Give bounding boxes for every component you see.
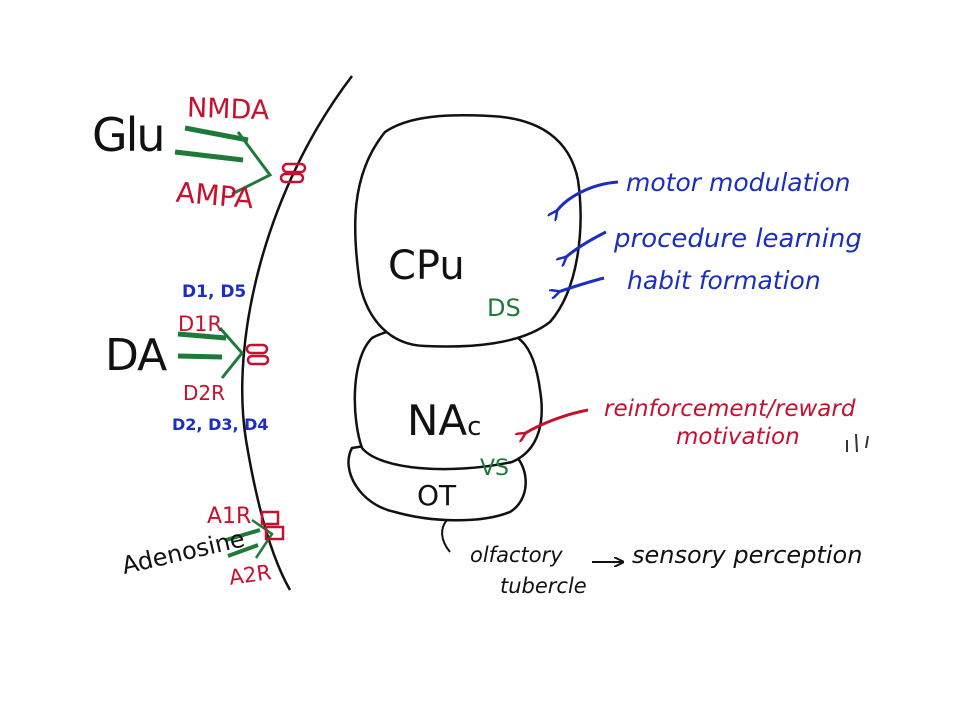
nac-label-sub: c	[467, 412, 482, 442]
cpu-label: CPu	[388, 243, 465, 289]
da-subtype-bottom-label: D2, D3, D4	[172, 415, 269, 434]
tubercle-label: tubercle	[500, 574, 587, 598]
glu-arrow	[174, 125, 273, 196]
adenosine-arrow	[225, 518, 274, 559]
nac-label: NAc	[407, 400, 481, 442]
cell-membrane	[240, 75, 353, 591]
adenosine-receptor-icon	[260, 510, 285, 541]
nac-label-main: NA	[407, 396, 468, 445]
a1r-label: A1R	[207, 504, 252, 529]
cpu-shape	[353, 114, 582, 348]
stray-mark	[846, 433, 869, 453]
da-subtype-top-label: D1, D5	[182, 282, 247, 302]
da-arrow	[177, 327, 244, 379]
a2r-label: A2R	[227, 560, 273, 590]
ot-pointer-line	[441, 519, 451, 553]
vs-label: VS	[480, 456, 510, 481]
habit-formation-label: habit formation	[627, 266, 821, 295]
glu-receptor-icon	[279, 162, 307, 184]
ampa-label: AMPA	[174, 175, 255, 216]
motor-arrow	[556, 180, 619, 212]
da-receptor-icon	[245, 343, 270, 366]
habit-arrow	[558, 276, 605, 292]
procedure-learning-label: procedure learning	[614, 224, 862, 254]
procedure-arrow	[565, 230, 607, 258]
motor-modulation-label: motor modulation	[626, 168, 851, 197]
sensory-perception-label: sensory perception	[632, 541, 863, 569]
ot-label: OT	[417, 479, 457, 512]
olfactory-label: olfactory	[470, 543, 563, 567]
da-label: DA	[105, 330, 167, 381]
reinforcement-reward-label: reinforcement/reward	[604, 396, 856, 422]
reward-arrow	[524, 408, 589, 434]
d2r-label: D2R	[183, 381, 226, 405]
nmda-label: NMDA	[186, 92, 270, 127]
d1r-label: D1R	[178, 312, 223, 336]
ds-label: DS	[487, 294, 521, 322]
motivation-label: motivation	[676, 424, 800, 450]
glu-label: Glu	[92, 108, 166, 162]
